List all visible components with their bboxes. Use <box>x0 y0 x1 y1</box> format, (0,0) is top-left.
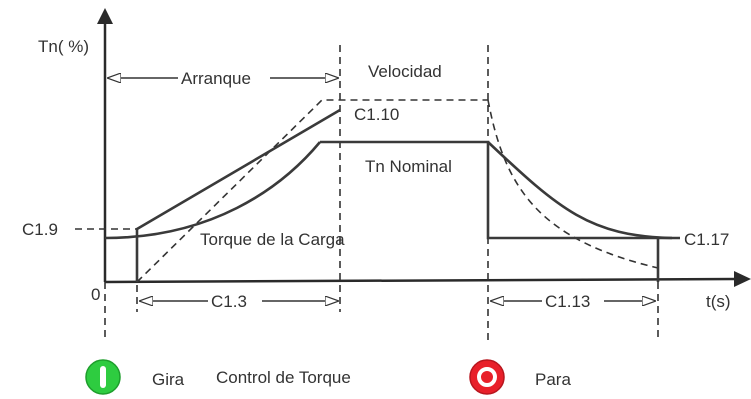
x-axis-arrow-icon <box>734 271 751 287</box>
c113-label: C1.13 <box>545 292 590 311</box>
motor-torque-profile <box>135 108 341 282</box>
c117-label: C1.17 <box>684 230 729 249</box>
load-torque-label: Torque de la Carga <box>200 230 345 249</box>
y-axis-label: Tn( %) <box>38 37 89 56</box>
para-button-icon[interactable] <box>469 359 505 395</box>
velocity-decel-curve <box>487 99 659 269</box>
velocidad-label: Velocidad <box>368 62 442 81</box>
origin-label: 0 <box>91 285 100 304</box>
y-axis-arrow-icon <box>97 8 113 24</box>
tn-nominal-line <box>320 140 660 282</box>
para-label: Para <box>535 370 571 389</box>
decel-torque-curve <box>487 141 673 240</box>
load-torque-curve <box>104 141 321 240</box>
x-axis-label: t(s) <box>706 292 731 311</box>
c19-label: C1.9 <box>22 220 58 239</box>
tn-nominal-label: Tn Nominal <box>365 157 452 176</box>
gira-button-icon[interactable] <box>85 359 121 395</box>
c110-label: C1.10 <box>354 105 399 124</box>
control-de-torque-label: Control de Torque <box>216 368 351 387</box>
arranque-label: Arranque <box>181 69 251 88</box>
gira-label: Gira <box>152 370 185 389</box>
c13-label: C1.3 <box>211 292 247 311</box>
velocity-curve <box>136 99 488 283</box>
x-axis <box>104 277 737 284</box>
